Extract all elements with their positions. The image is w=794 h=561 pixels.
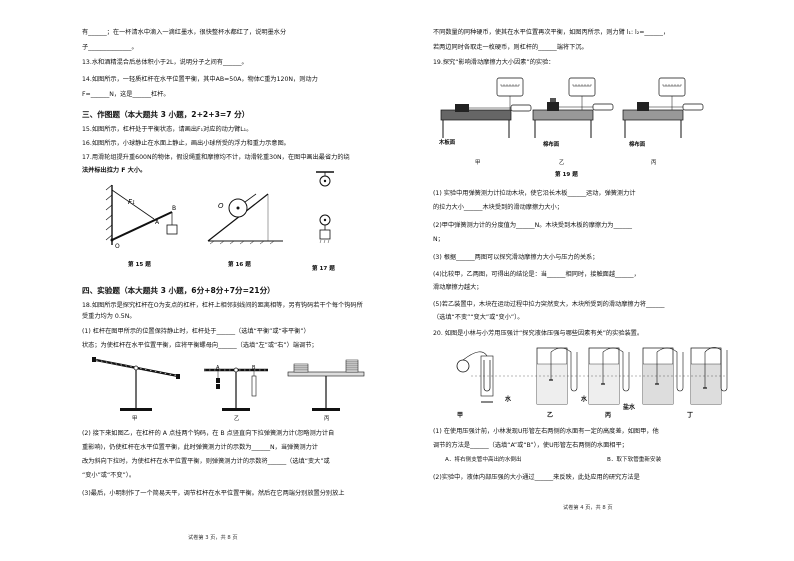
figure-20-pressure-gauges — [456, 347, 728, 405]
q19-line-2: 的拉力大小______木块受到的滑动摩擦力大小； — [433, 204, 563, 211]
fig20-label-ding: 丁 — [687, 412, 694, 419]
q20-heading: 20. 如图是小林与小芳用压强计“探究液体压强与哪些因素有关”的实验装置。 — [433, 330, 644, 337]
q19-line-9: （选填“不变”“变大”或“变小”）。 — [433, 314, 524, 321]
q19-line-5: (3) 根据______两图可以探究滑动摩擦力大小与压力的关系； — [433, 254, 599, 261]
fig19-caption: 第 19 题 — [555, 172, 578, 178]
q18-line-6: 重影响)，仍使杠杆在水平位置平衡，此时弹簧测力计的示数为______N，当弹簧测… — [82, 444, 318, 451]
q12-line-2: 子______________。 — [82, 44, 138, 51]
section-3-heading: 三、作图题（本大题共 3 小题，2+2+3=7 分） — [82, 110, 250, 119]
svg-text:B: B — [252, 365, 256, 371]
q19-line-7: 滑动摩擦力越大； — [433, 284, 483, 291]
left-page: 有______；在一杯清水中滴入一滴红墨水，很快整杯水都红了，说明墨水分 子__… — [82, 29, 365, 541]
q18-line-8: “变小”或“不变”）。 — [82, 472, 136, 479]
q18-line-9: (3)最后，小明制作了一个简易天平，调节杠杆在水平位置平衡。然后在它两端分别放置… — [82, 490, 345, 497]
q18-line-1: 18.如图所示是探究杠杆在O为支点的杠杆，杠杆上相邻刻线间的距离相等，另有钩码若… — [82, 302, 363, 309]
figure-18-jia — [92, 357, 180, 411]
fig19-label-towel: 棉布面 — [543, 142, 560, 148]
fig20-label-jia: 甲 — [457, 412, 464, 419]
q13-text: 13.水和酒精混合后总体积小于2L，说明分子之间有______。 — [82, 59, 248, 66]
q18-line-7: 改为斜向下拉时，为使杠杆在水平位置平衡，则弹簧测力计的示数将______（选填“… — [82, 458, 330, 465]
q20-line-1: (1) 在使用压强计前，小林发现U形管左右两侧的水面有一定的高度差，如图甲，他 — [433, 428, 659, 435]
section-4-heading: 四、实验题（本大题共 3 小题，6分+8分+7分=21分） — [82, 286, 275, 295]
fig15-label-a: A — [155, 219, 160, 226]
fig19-label-jia: 甲 — [475, 160, 481, 166]
q18-line-3: (1) 杠杆在图甲所示的位置保持静止时，杠杆处于______（选填“平衡”或“非… — [82, 328, 310, 335]
figure-18-yi: A B — [204, 365, 268, 411]
fig17-caption: 第 17 题 — [312, 266, 335, 272]
fig18-label-yi: 乙 — [234, 416, 240, 422]
figure-19-bing — [622, 77, 704, 138]
q19-line-8: (5)若乙装置中，木块在运动过程中拉力突然变大，木块所受到的滑动摩擦力将____… — [433, 301, 665, 308]
fig19-label-cloth: 棉布面 — [629, 142, 646, 148]
fig19-label-yi: 乙 — [559, 160, 565, 166]
q18-line-4: 状态；为使杠杆在水平位置平衡，应将平衡螺母向______（选填“左”或“右”）端… — [82, 342, 318, 349]
fig20-label-water-1: 水 — [505, 396, 512, 403]
fig15-caption: 第 15 题 — [128, 262, 151, 268]
fig15-label-f1: F₁ — [128, 198, 135, 206]
q18-cont-line-2: 若两边同时各取走一枚硬币，则杠杆的______端将下沉。 — [433, 44, 588, 51]
fig15-label-b: B — [172, 205, 176, 212]
fig18-label-jia: 甲 — [132, 416, 138, 422]
q19-line-3: (2)甲中弹簧测力计的分度值为______N。木块受到木板的摩擦力为______ — [433, 222, 633, 229]
fig20-label-bing: 丙 — [605, 412, 612, 419]
q15-text: 15.如图所示，杠杆处于平衡状态，请画出F₁对应的动力臂L₁。 — [82, 126, 253, 133]
q17-text-2: 法并标出拉力 F 大小。 — [82, 167, 147, 174]
svg-text:A: A — [216, 365, 220, 371]
figure-19-jia — [440, 77, 532, 138]
q19-heading: 19.探究“影响滑动摩擦力大小因素”的实验： — [433, 59, 555, 66]
q19-line-6: (4)比较甲，乙两图，可得出的结论是：当______相同时，接触面越______… — [433, 271, 640, 278]
fig19-label-bing: 丙 — [651, 160, 657, 166]
q19-line-1: (1) 实验中用弹簧测力计拉动木块，使它沿长木板______运动，弹簧测力计 — [433, 190, 636, 197]
right-page-footer: 试卷第 4 页，共 8 页 — [563, 505, 613, 511]
fig20-label-yi: 乙 — [547, 412, 554, 419]
left-page-footer: 试卷第 3 页，共 8 页 — [188, 535, 238, 541]
q20-option-b: B．取下软管重新安装 — [607, 457, 662, 463]
q16-text: 16.如图所示，小球静止在水面上静止，画出小球所受的浮力和重力示意图。 — [82, 140, 290, 147]
q12-line-1: 有______；在一杯清水中滴入一滴红墨水，很快整杯水都红了，说明墨水分 — [82, 29, 287, 36]
fig16-caption: 第 16 题 — [228, 262, 251, 268]
q14-line-1: 14.如图所示，一轻质杠杆在水平位置平衡，其中AB=50A，物体C重为120N，… — [82, 76, 318, 83]
figure-17-pulley — [316, 171, 334, 244]
q17-text: 17.用滑轮组提升重600N的物体，假设绳重和摩擦均不计，动滑轮重30N，在图中… — [82, 154, 350, 161]
figure-18-bing — [287, 359, 365, 411]
q20-option-a: A．将右侧支管中高出的水倒出 — [445, 457, 522, 463]
figure-15-lever: F₁ B A O — [105, 184, 178, 250]
q18-line-2: 受重力均为 0.5N。 — [82, 313, 136, 320]
fig16-label-o: O — [218, 202, 224, 210]
q20-line-2: 调节的方法是______（选填“A”或“B”），使U形管左右两侧的水面相平； — [433, 442, 628, 449]
fig15-label-o: O — [115, 243, 120, 250]
fig20-label-salt-water: 盐水 — [623, 404, 636, 411]
q14-line-2: F=______N，这是______杠杆。 — [82, 91, 170, 98]
fig19-label-board: 木板面 — [439, 140, 456, 146]
q19-line-4: N； — [433, 236, 444, 243]
figure-16-incline: O — [207, 193, 283, 245]
figure-19-yi — [532, 77, 614, 138]
q20-line-3: (2)实验中，液体内部压强的大小通过______来反映，此处应用的研究方法是 — [433, 474, 640, 481]
fig20-label-water-2: 水 — [581, 396, 588, 403]
q18-line-5: (2) 接下来如图乙，在杠杆的 A 点挂两个钩码，在 B 点竖直向下拉弹簧测力计… — [82, 430, 335, 437]
right-page: 不同数量的同种硬币，使其在水平位置再次平衡，如图丙所示，则力臂 l₁: l₂=_… — [397, 0, 794, 561]
q18-cont-line-1: 不同数量的同种硬币，使其在水平位置再次平衡，如图丙所示，则力臂 l₁: l₂=_… — [433, 29, 670, 36]
fig18-label-bing: 丙 — [324, 416, 330, 422]
